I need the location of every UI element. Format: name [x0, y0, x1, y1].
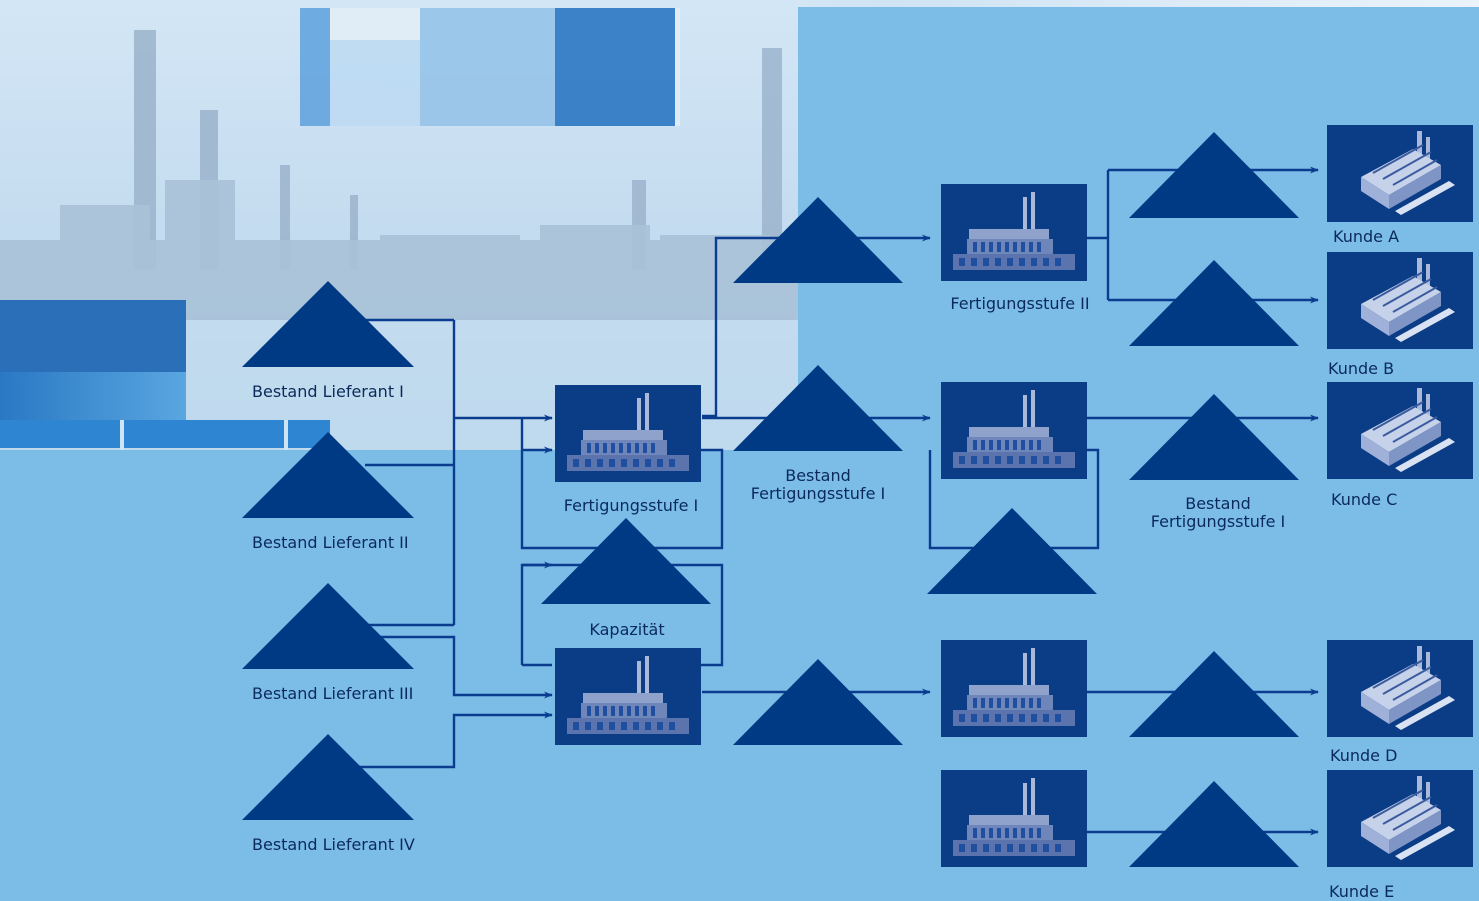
stage-2-label: Fertigungsstufe II: [950, 294, 1090, 313]
inventory-triangle-icon: [733, 659, 903, 745]
inventory-triangle-icon: [1129, 781, 1299, 867]
factory-icon: [941, 770, 1087, 867]
inventory-triangle-icon: [1129, 132, 1299, 218]
inventory-triangle-icon: [242, 432, 414, 518]
background-photo: [0, 0, 798, 450]
inventory-triangle-icon: [733, 197, 903, 283]
supplier-4-label: Bestand Lieferant IV: [252, 835, 415, 854]
inventory-triangle-icon: [541, 518, 711, 604]
customer-factory-icon: [1327, 125, 1473, 222]
customer-e-label: Kunde E: [1329, 882, 1395, 901]
customer-c-label: Kunde C: [1331, 490, 1398, 509]
inventory-triangle-icon: [242, 583, 414, 669]
stage-1-label: Fertigungsstufe I: [563, 496, 699, 515]
inventory-triangle-icon: [242, 734, 414, 820]
customer-factory-icon: [1327, 382, 1473, 479]
customer-factory-icon: [1327, 252, 1473, 349]
customer-b-label: Kunde B: [1328, 359, 1395, 378]
inventory-triangle-icon: [927, 508, 1097, 594]
customer-d-label: Kunde D: [1330, 746, 1398, 765]
supplier-3-label: Bestand Lieferant III: [252, 684, 414, 703]
factory-icon: [555, 648, 701, 745]
inventory-triangle-icon: [1129, 260, 1299, 346]
inventory-triangle-icon: [733, 365, 903, 451]
customer-a-label: Kunde A: [1333, 227, 1400, 246]
supplier-1-label: Bestand Lieferant I: [252, 382, 404, 401]
inventory-triangle-icon: [1129, 651, 1299, 737]
inventory-label-line1: Bestand: [785, 466, 851, 485]
inventory-label-line1: Bestand: [1185, 494, 1251, 513]
inventory-label-line2: Fertigungsstufe I: [1150, 512, 1286, 531]
factory-icon: [941, 640, 1087, 737]
customer-factory-icon: [1327, 770, 1473, 867]
factory-icon: [555, 385, 701, 482]
stage-2-inventory-label: Bestand Fertigungsstufe I: [1151, 495, 1285, 531]
inventory-label-line2: Fertigungsstufe I: [750, 484, 886, 503]
capacity-label: Kapazität: [589, 620, 665, 639]
inventory-triangle-icon: [1129, 394, 1299, 480]
factory-icon: [941, 184, 1087, 281]
factory-icon: [941, 382, 1087, 479]
inventory-triangle-icon: [242, 281, 414, 367]
stage-1-inventory-label: Bestand Fertigungsstufe I: [751, 467, 885, 503]
customer-factory-icon: [1327, 640, 1473, 737]
supplier-2-label: Bestand Lieferant II: [252, 533, 409, 552]
